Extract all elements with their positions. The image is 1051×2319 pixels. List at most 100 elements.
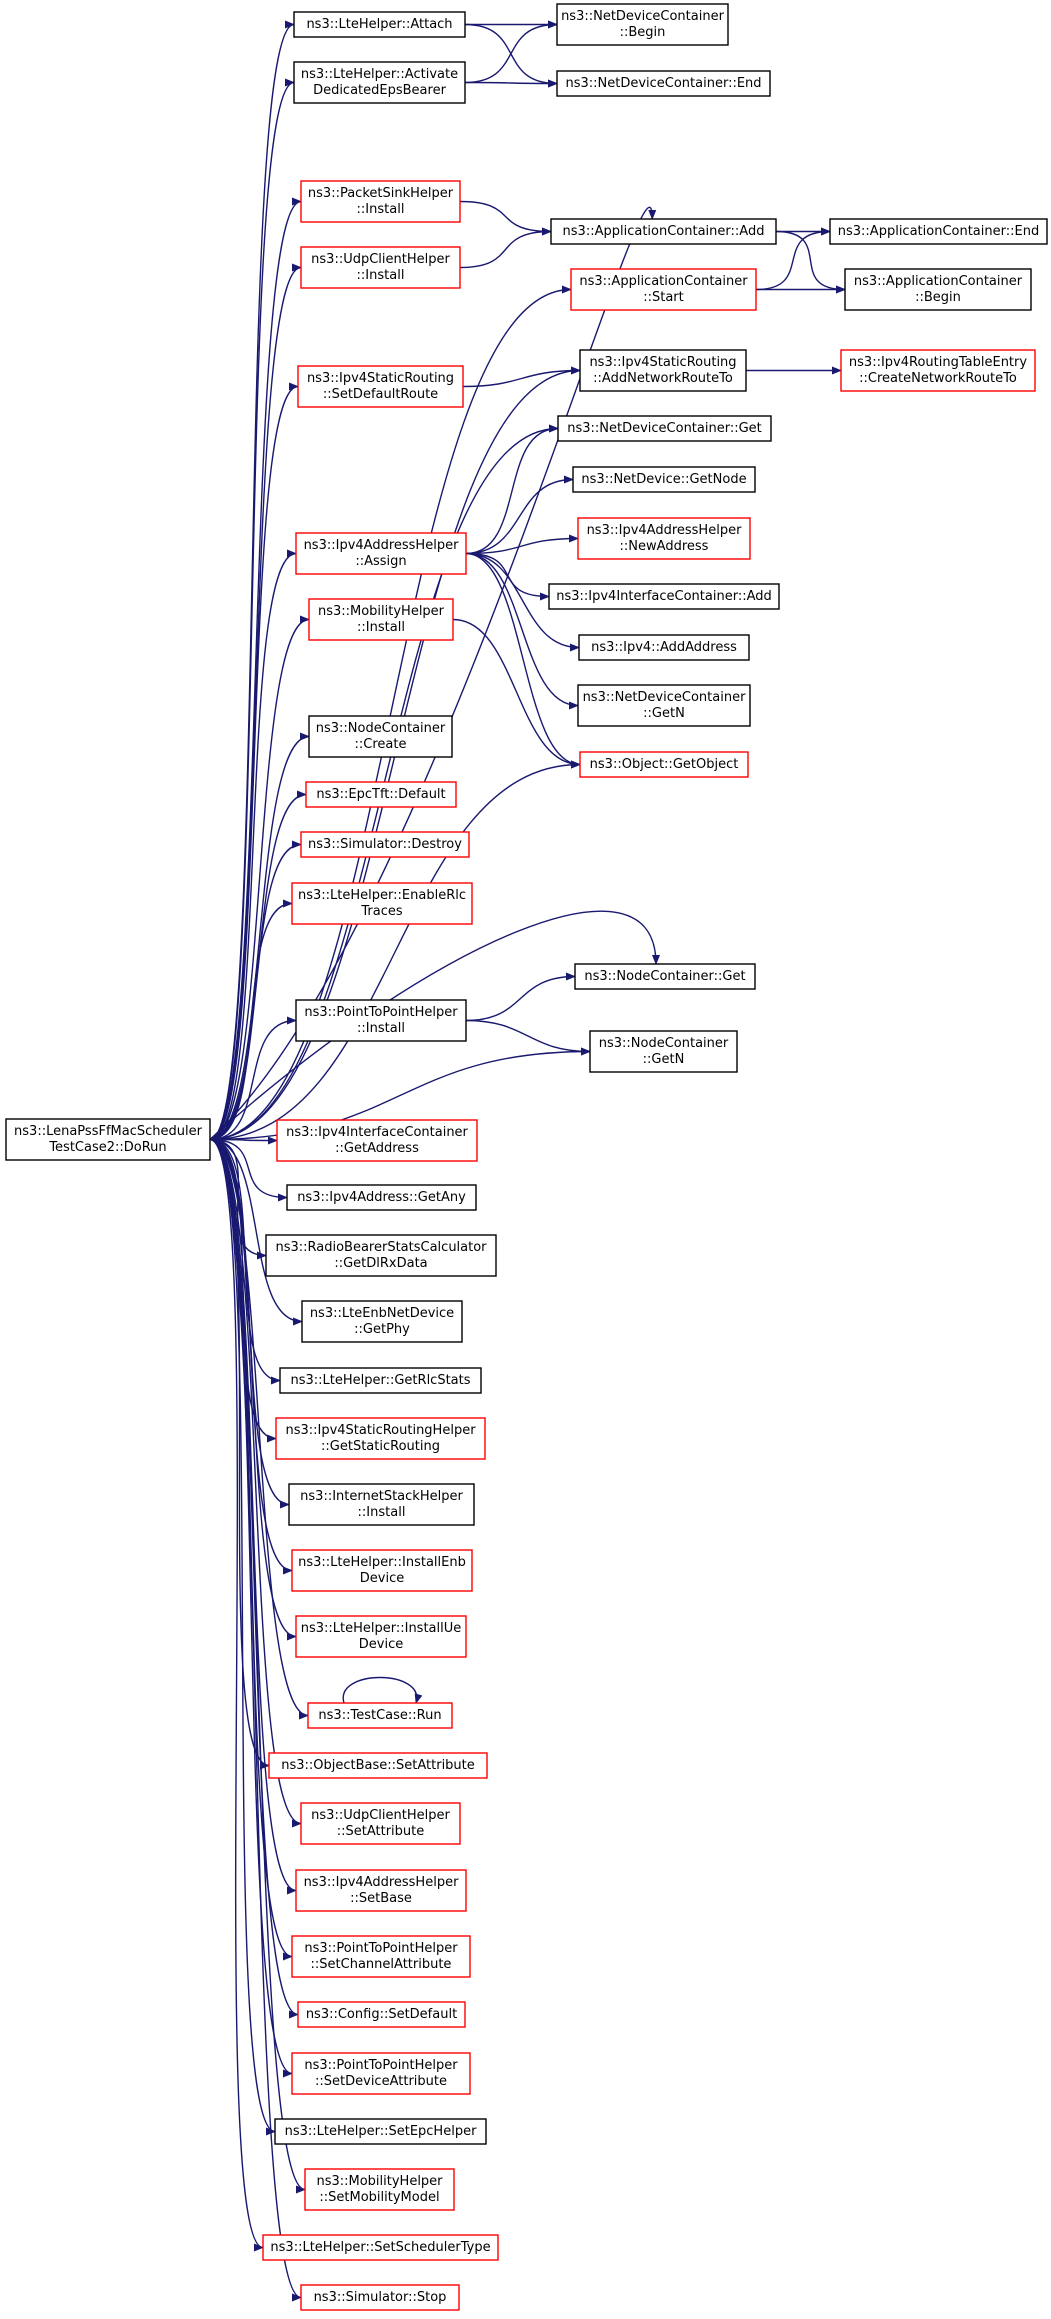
node-lte_setsched[interactable]: ns3::LteHelper::SetSchedulerType <box>262 2234 499 2261</box>
node-label: ::GetDlRxData <box>334 1256 427 1271</box>
node-label: Device <box>359 1637 403 1652</box>
node-label: ::Install <box>358 1505 406 1520</box>
node-iic_add[interactable]: ns3::Ipv4InterfaceContainer::Add <box>548 583 780 610</box>
node-box <box>297 365 464 408</box>
edge-ac_start-to-ac_end <box>755 227 831 291</box>
node-ac_add[interactable]: ns3::ApplicationContainer::Add <box>550 218 777 245</box>
node-label: ns3::NetDeviceContainer::Get <box>567 421 762 436</box>
node-label: ns3::PointToPointHelper <box>304 2058 458 2073</box>
node-nc_get[interactable]: ns3::NodeContainer::Get <box>574 963 756 990</box>
node-obj_getobj[interactable]: ns3::Object::GetObject <box>579 751 749 778</box>
node-box <box>308 598 454 641</box>
edge-iah_assign-to-ndc_getn <box>465 552 579 710</box>
node-isrh_getstatic[interactable]: ns3::Ipv4StaticRoutingHelper::GetStaticR… <box>275 1417 486 1460</box>
node-label: ns3::Config::SetDefault <box>306 2007 457 2022</box>
node-box <box>293 61 466 104</box>
node-box <box>548 583 780 610</box>
node-isr_setdefault[interactable]: ns3::Ipv4StaticRouting::SetDefaultRoute <box>297 365 464 408</box>
node-sim_stop[interactable]: ns3::Simulator::Stop <box>300 2284 460 2311</box>
node-ndc_get[interactable]: ns3::NetDeviceContainer::Get <box>557 415 772 442</box>
node-label: ns3::NetDeviceContainer <box>561 9 725 24</box>
edge-root-to-tc_run <box>209 1138 309 1720</box>
node-label: ns3::LteEnbNetDevice <box>310 1306 454 1321</box>
node-label: ns3::Ipv4StaticRoutingHelper <box>285 1423 476 1438</box>
node-p2p_setchan[interactable]: ns3::PointToPointHelper::SetChannelAttri… <box>291 1935 471 1978</box>
node-ac_start[interactable]: ns3::ApplicationContainer::Start <box>570 268 757 311</box>
node-box <box>570 268 757 311</box>
node-ndc_getn[interactable]: ns3::NetDeviceContainer::GetN <box>577 684 751 727</box>
node-iah_newaddr[interactable]: ns3::Ipv4AddressHelper::NewAddress <box>577 517 751 560</box>
node-p2p_install[interactable]: ns3::PointToPointHelper::Install <box>295 999 467 1042</box>
node-ish_install[interactable]: ns3::InternetStackHelper::Install <box>288 1483 475 1526</box>
edge-iah_assign-to-ipv4_addaddr <box>465 552 580 652</box>
node-mh_setmob[interactable]: ns3::MobilityHelper::SetMobilityModel <box>304 2168 455 2211</box>
node-ac_end[interactable]: ns3::ApplicationContainer::End <box>829 218 1048 245</box>
node-epctft_default[interactable]: ns3::EpcTft::Default <box>305 781 457 808</box>
node-label: ns3::RadioBearerStatsCalculator <box>275 1240 487 1255</box>
edge-layer <box>209 20 846 2302</box>
node-label: ::CreateNetworkRouteTo <box>859 371 1017 386</box>
node-label: ns3::TestCase::Run <box>318 1708 441 1723</box>
node-iah_setbase[interactable]: ns3::Ipv4AddressHelper::SetBase <box>295 1869 467 1912</box>
edge-root-to-mh_setmob <box>209 1138 306 2194</box>
node-mh_install[interactable]: ns3::MobilityHelper::Install <box>308 598 454 641</box>
node-ipv4_addaddr[interactable]: ns3::Ipv4::AddAddress <box>578 634 750 661</box>
node-ob_setattr[interactable]: ns3::ObjectBase::SetAttribute <box>268 1752 488 1779</box>
node-label: ::Assign <box>355 554 406 569</box>
node-label: ns3::MobilityHelper <box>318 604 445 619</box>
node-nd_getnode[interactable]: ns3::NetDevice::GetNode <box>572 466 756 493</box>
node-label: ::SetMobilityModel <box>319 2190 439 2205</box>
node-lte_getrlcstats[interactable]: ns3::LteHelper::GetRlcStats <box>279 1367 482 1394</box>
node-ndc_end[interactable]: ns3::NetDeviceContainer::End <box>556 70 771 97</box>
node-label: ns3::Ipv4Address::GetAny <box>297 1190 466 1205</box>
node-layer: ns3::LenaPssFfMacSchedulerTestCase2::DoR… <box>5 3 1048 2311</box>
node-box <box>291 2052 471 2095</box>
node-ac_begin[interactable]: ns3::ApplicationContainer::Begin <box>844 268 1032 311</box>
edge-p2p_install-to-nc_get <box>465 972 576 1022</box>
edge-activate-to-ndc_begin <box>464 20 558 84</box>
node-box <box>589 1030 738 1073</box>
node-label: ns3::MobilityHelper <box>316 2174 443 2189</box>
node-nc_create[interactable]: ns3::NodeContainer::Create <box>308 715 453 758</box>
node-lenb_getphy[interactable]: ns3::LteEnbNetDevice::GetPhy <box>301 1300 463 1343</box>
node-box <box>572 466 756 493</box>
node-uch_install[interactable]: ns3::UdpClientHelper::Install <box>300 246 461 289</box>
node-label: ::Start <box>643 290 684 305</box>
node-irte_create[interactable]: ns3::Ipv4RoutingTableEntry::CreateNetwor… <box>840 349 1036 392</box>
node-label: ::Install <box>357 620 405 635</box>
node-iic_getaddr[interactable]: ns3::Ipv4InterfaceContainer::GetAddress <box>276 1119 478 1162</box>
node-label: ns3::LteHelper::SetSchedulerType <box>270 2240 490 2255</box>
node-psh_install[interactable]: ns3::PacketSinkHelper::Install <box>300 180 461 223</box>
node-box <box>550 218 777 245</box>
node-isr_addnet[interactable]: ns3::Ipv4StaticRouting::AddNetworkRouteT… <box>579 349 747 392</box>
node-label: ns3::LteHelper::InstallEnb <box>298 1555 466 1570</box>
node-label: ns3::LteHelper::Activate <box>301 67 458 82</box>
node-label: ns3::Simulator::Stop <box>314 2290 447 2305</box>
node-iah_assign[interactable]: ns3::Ipv4AddressHelper::Assign <box>295 532 467 575</box>
node-ipv4addr_getany[interactable]: ns3::Ipv4Address::GetAny <box>286 1184 477 1211</box>
node-lte_setepc[interactable]: ns3::LteHelper::SetEpcHelper <box>274 2118 487 2145</box>
edge-root-to-lte_setsched <box>209 1138 264 2252</box>
edge-root-to-iah_assign <box>209 549 297 1141</box>
node-rbsc_getdlrx[interactable]: ns3::RadioBearerStatsCalculator::GetDlRx… <box>265 1234 497 1277</box>
node-box <box>268 1752 488 1779</box>
node-label: ::AddNetworkRouteTo <box>593 371 733 386</box>
node-ndc_begin[interactable]: ns3::NetDeviceContainer::Begin <box>556 3 729 46</box>
node-label: ns3::Ipv4::AddAddress <box>591 640 737 655</box>
node-label: Traces <box>360 904 402 919</box>
node-uch_setattr[interactable]: ns3::UdpClientHelper::SetAttribute <box>300 1802 461 1845</box>
node-box <box>577 517 751 560</box>
node-tc_run[interactable]: ns3::TestCase::Run <box>307 1702 453 1729</box>
node-attach[interactable]: ns3::LteHelper::Attach <box>293 11 466 38</box>
node-sim_destroy[interactable]: ns3::Simulator::Destroy <box>300 831 470 858</box>
node-root[interactable]: ns3::LenaPssFfMacSchedulerTestCase2::DoR… <box>5 1118 211 1161</box>
node-p2p_setdev[interactable]: ns3::PointToPointHelper::SetDeviceAttrib… <box>291 2052 471 2095</box>
node-box <box>5 1118 211 1161</box>
node-activate[interactable]: ns3::LteHelper::ActivateDedicatedEpsBear… <box>293 61 466 104</box>
node-cfg_setdefault[interactable]: ns3::Config::SetDefault <box>297 2001 466 2028</box>
node-nc_getn[interactable]: ns3::NodeContainer::GetN <box>589 1030 738 1073</box>
